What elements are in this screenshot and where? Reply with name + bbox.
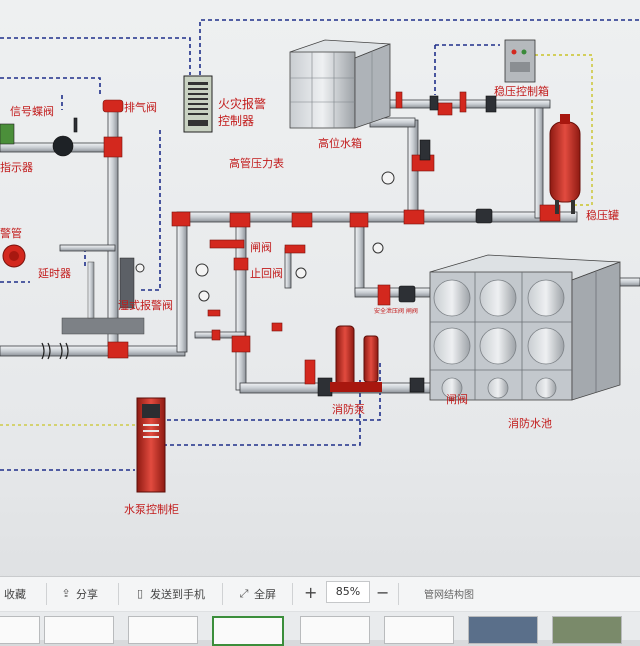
- fullscreen-icon: ⤢: [239, 587, 249, 600]
- label-gate-valve-b: 闸阀: [446, 393, 468, 406]
- thumbnail[interactable]: [128, 616, 198, 644]
- label-delay-device: 延时器: [38, 267, 71, 280]
- signal-lines: [0, 19, 640, 471]
- favorite-label: 收藏: [4, 588, 26, 601]
- share-icon: ⇪: [61, 587, 71, 600]
- label-indicator: 指示器: [0, 161, 33, 174]
- fullscreen-label: 全屏: [254, 588, 276, 601]
- zoom-out-label: −: [376, 583, 390, 602]
- pipe-diagram-label: 管网结构图: [424, 590, 474, 601]
- fullscreen-button[interactable]: ⤢ 全屏: [238, 586, 276, 602]
- pump-control-cabinet: [136, 397, 166, 493]
- send-to-phone-label: 发送到手机: [150, 588, 205, 601]
- label-fire-pump: 消防泵: [332, 403, 365, 416]
- thumbnail[interactable]: [552, 616, 622, 644]
- toolbar-divider: [118, 583, 119, 605]
- label-signal-valve: 信号蝶阀: [10, 105, 54, 118]
- viewer-toolbar: 收藏 ⇪ 分享 ▯ 发送到手机 ⤢ 全屏 + − 管网结构图: [0, 576, 640, 611]
- stabilizer-tank: [549, 114, 581, 214]
- fire-water-pool: [429, 254, 621, 401]
- fire-pumps: [330, 325, 382, 392]
- label-check-valve: 止回阀: [250, 267, 283, 280]
- zoom-level-field[interactable]: 85%: [326, 581, 370, 603]
- label-fire-pool: 消防水池: [508, 417, 552, 430]
- label-gate-valve-a: 闸阀: [250, 241, 272, 254]
- thumbnail[interactable]: [44, 616, 114, 644]
- pipe-break-marks: [41, 342, 69, 360]
- label-small-valves: 安全泄压阀 闸阀: [374, 308, 418, 315]
- label-stab-control-box: 稳压控制箱: [494, 85, 549, 98]
- share-button[interactable]: ⇪ 分享: [60, 586, 98, 602]
- power-line: [535, 54, 593, 206]
- thumbnail-selected[interactable]: [212, 616, 284, 646]
- pressure-gauges: [135, 171, 395, 302]
- thumbnail[interactable]: [0, 616, 40, 644]
- stabilizer-control-box: [504, 39, 536, 83]
- label-alarm-pipe: 警管: [0, 227, 22, 240]
- zoom-out-button[interactable]: −: [376, 583, 389, 602]
- thumbnail-strip: [0, 612, 640, 646]
- zoom-in-label: +: [304, 583, 318, 602]
- zoom-in-button[interactable]: +: [304, 583, 317, 602]
- toolbar-divider: [46, 583, 47, 605]
- label-vent-valve: 排气阀: [124, 101, 157, 114]
- label-high-pressure-gauge: 高管压力表: [229, 157, 284, 170]
- high-level-tank: [289, 39, 391, 129]
- pipe-diagram-title: 管网结构图: [424, 586, 474, 601]
- label-high-tank: 高位水箱: [318, 137, 362, 150]
- label-fire-alarm-panel: 火灾报警控制器: [218, 97, 267, 128]
- favorite-button[interactable]: 收藏: [4, 586, 26, 602]
- thumbnail[interactable]: [300, 616, 370, 644]
- share-label: 分享: [76, 588, 98, 601]
- indicator-device: [0, 123, 15, 145]
- toolbar-divider: [398, 583, 399, 605]
- valves: [52, 95, 497, 397]
- phone-icon: ▯: [136, 587, 144, 600]
- toolbar-divider: [222, 583, 223, 605]
- alarm-valve-base: [61, 317, 145, 335]
- toolbar-divider: [292, 583, 293, 605]
- label-pump-control-cabinet: 水泵控制柜: [124, 503, 179, 516]
- label-wet-alarm-valve: 湿式报警阀: [118, 299, 173, 312]
- label-stab-tank: 稳压罐: [586, 209, 619, 222]
- thumbnail[interactable]: [384, 616, 454, 644]
- pipe-network-diagram: [0, 19, 640, 493]
- send-to-phone-button[interactable]: ▯ 发送到手机: [134, 586, 205, 602]
